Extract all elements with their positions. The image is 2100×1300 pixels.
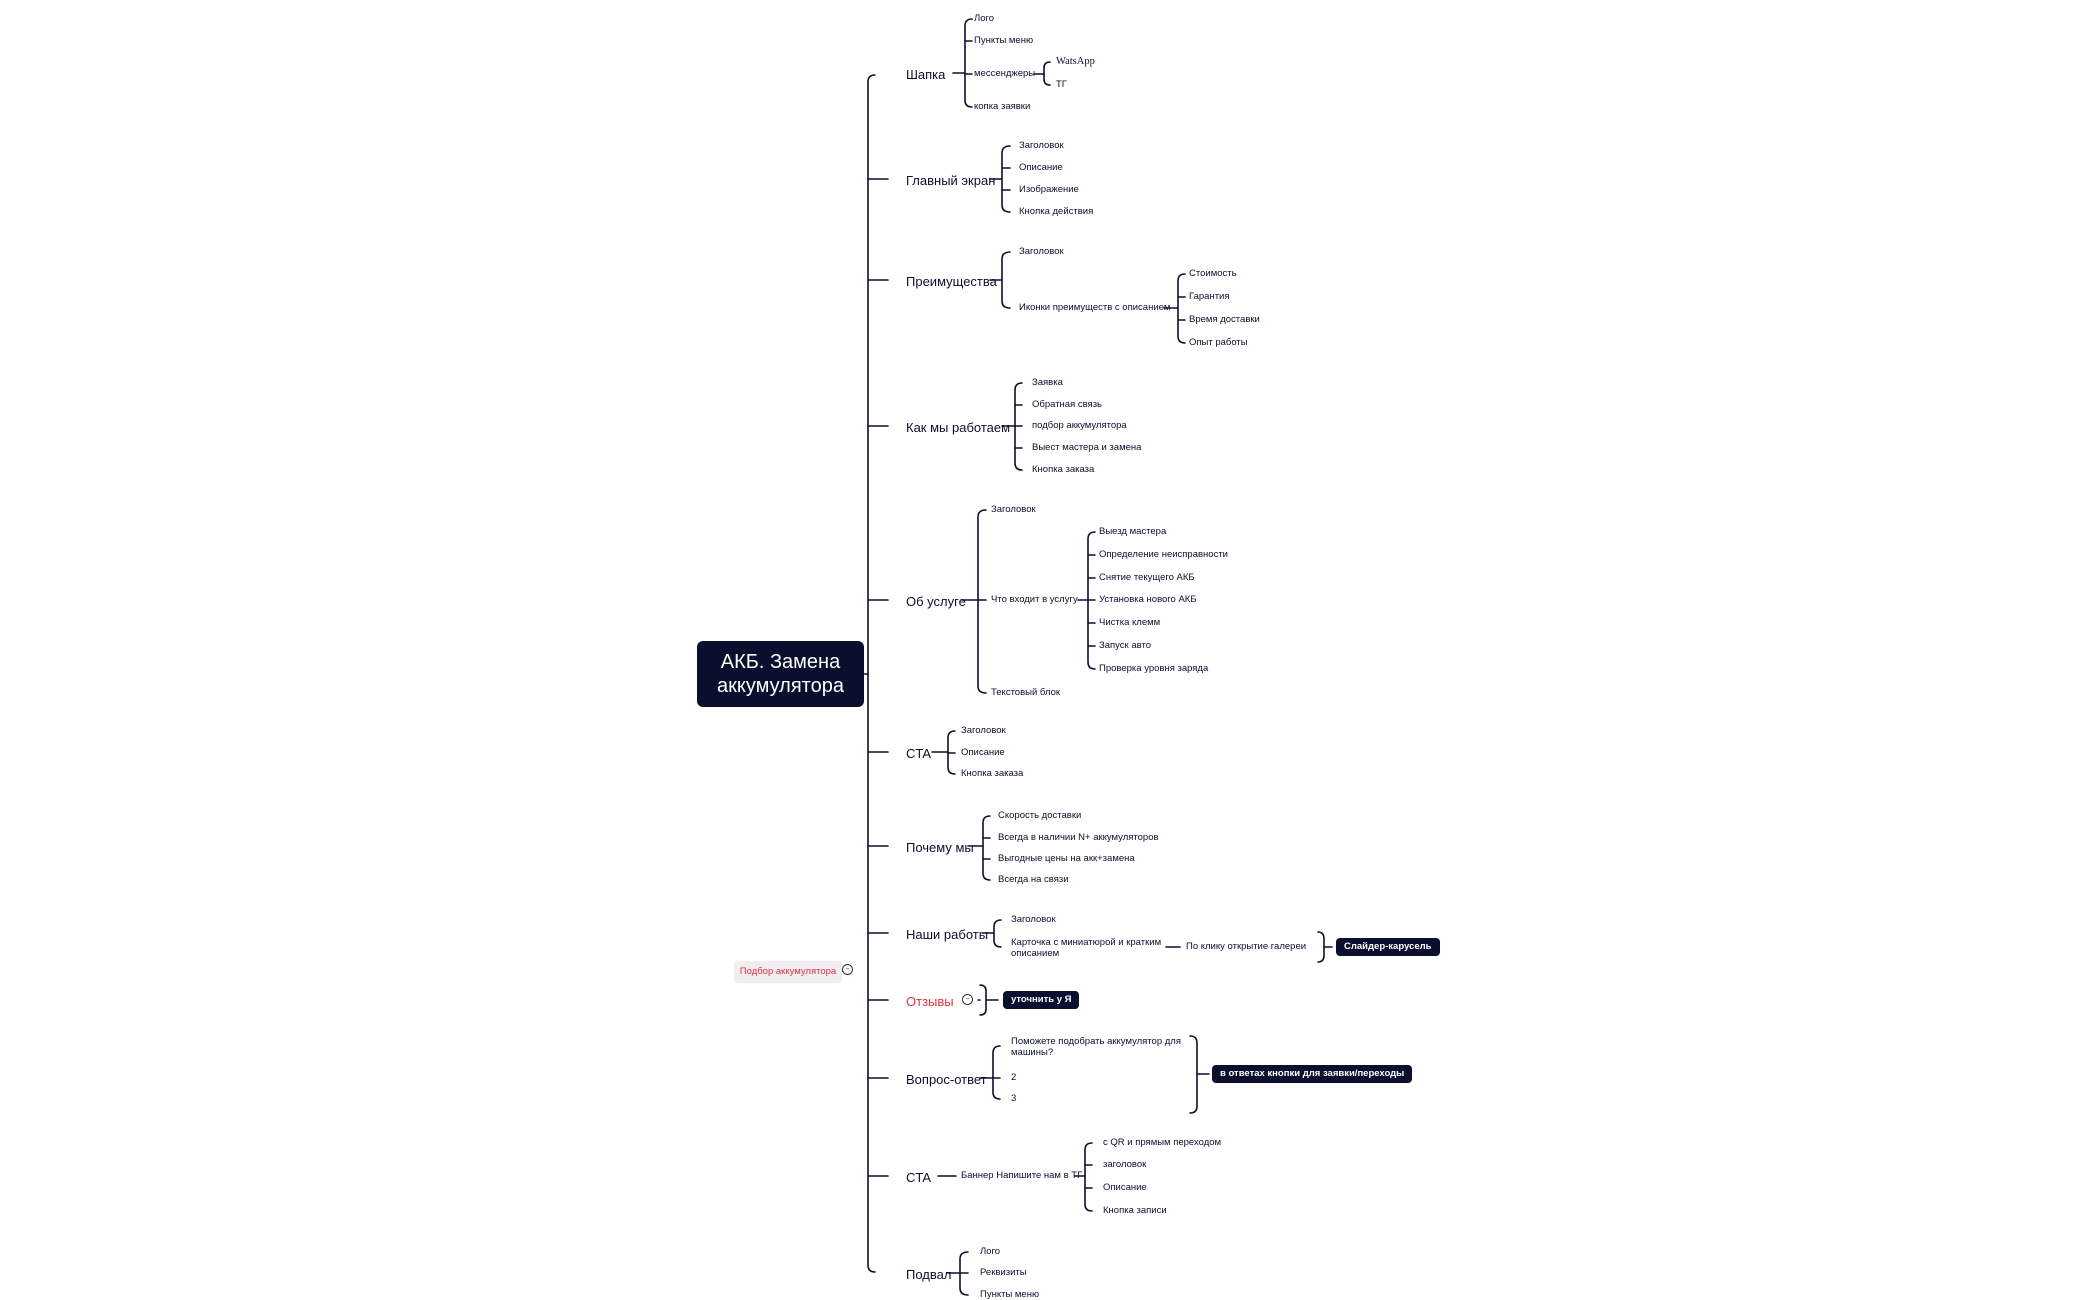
how-item[interactable]: Выест мастера и замена (1032, 442, 1142, 453)
cta-item[interactable]: Заголовок (961, 725, 1006, 736)
section-cta[interactable]: CTA (906, 746, 932, 761)
messenger-item[interactable]: WatsApp (1056, 56, 1095, 67)
works-item[interactable]: Карточка с миниатюрой и кратким описание… (1011, 937, 1162, 959)
section-how[interactable]: Как мы работаем (906, 420, 1011, 435)
advantage-icon-item[interactable]: Время доставки (1189, 314, 1260, 325)
reviews-note-badge[interactable]: уточнить у Я (1003, 991, 1080, 1009)
why-item[interactable]: Всегда в наличии N+ аккумуляторов (998, 832, 1159, 843)
section-works[interactable]: Наши работы (906, 927, 989, 942)
cta-item[interactable]: Кнопка заказа (961, 768, 1024, 779)
section-footer[interactable]: Подвал (906, 1267, 952, 1282)
service-include-item[interactable]: Запуск авто (1099, 640, 1152, 651)
why-item[interactable]: Скорость доставки (998, 810, 1082, 821)
faq-note-badge[interactable]: в ответах кнопки для заявки/переходы (1212, 1065, 1413, 1083)
cta-banner-detail[interactable]: с QR и прямым переходом (1103, 1137, 1222, 1148)
advantage-icon-item[interactable]: Гарантия (1189, 291, 1230, 302)
how-item[interactable]: Кнопка заказа (1032, 464, 1095, 475)
service-item[interactable]: Текстовый блок (991, 687, 1061, 698)
service-item[interactable]: Заголовок (991, 504, 1036, 515)
faq-item[interactable]: 2 (1011, 1072, 1017, 1083)
section-header[interactable]: Шапка (906, 67, 946, 82)
cta-banner-item[interactable]: Баннер Напишите нам в ТГ (961, 1170, 1083, 1181)
header-item[interactable]: Лого (974, 13, 995, 24)
section-hero[interactable]: Главный экран (906, 173, 996, 188)
hero-item[interactable]: Описание (1019, 162, 1063, 173)
section-cta[interactable]: CTA (906, 1170, 932, 1185)
service-include-item[interactable]: Определение неисправности (1099, 549, 1228, 560)
cta-banner-detail[interactable]: Описание (1103, 1182, 1147, 1193)
hero-item[interactable]: Изображение (1019, 184, 1079, 195)
footer-item[interactable]: Реквизиты (980, 1267, 1027, 1278)
works-item[interactable]: Заголовок (1011, 914, 1056, 925)
cta-banner-detail[interactable]: заголовок (1103, 1159, 1147, 1170)
cta-banner-detail[interactable]: Кнопка записи (1103, 1205, 1167, 1216)
advantage-icon-item[interactable]: Стоимость (1189, 268, 1237, 279)
section-service[interactable]: Об услуге (906, 594, 966, 609)
collapse-toggle-icon[interactable]: − (842, 964, 853, 975)
service-include-item[interactable]: Установка нового АКБ (1099, 594, 1197, 605)
collapse-toggle-icon[interactable]: − (962, 994, 973, 1005)
footer-item[interactable]: Пункты меню (980, 1289, 1040, 1300)
hero-item[interactable]: Кнопка действия (1019, 206, 1094, 217)
why-item[interactable]: Всегда на связи (998, 874, 1069, 885)
why-item[interactable]: Выгодные цены на акк+замена (998, 853, 1135, 864)
works-click-item[interactable]: По клику открытие галереи (1186, 941, 1307, 952)
section-reviews[interactable]: Отзывы (906, 994, 954, 1009)
works-note-badge[interactable]: Слайдер-карусель (1336, 938, 1440, 956)
cta-item[interactable]: Описание (961, 747, 1005, 758)
service-item[interactable]: Что входит в услугу (991, 594, 1078, 605)
footer-item[interactable]: Лого (980, 1246, 1001, 1257)
service-include-item[interactable]: Выезд мастера (1099, 526, 1167, 537)
how-item[interactable]: Обратная связь (1032, 399, 1102, 410)
how-item[interactable]: подбор аккумулятора (1032, 420, 1127, 431)
header-item[interactable]: мессенджеры (974, 68, 1036, 79)
root-node[interactable]: АКБ. Замена аккумулятора (697, 641, 864, 707)
section-faq[interactable]: Вопрос-ответ (906, 1072, 987, 1087)
advantages-item[interactable]: Иконки преимуществ с описанием (1019, 302, 1171, 313)
header-item[interactable]: Пункты меню (974, 35, 1034, 46)
service-include-item[interactable]: Проверка уровня заряда (1099, 663, 1209, 674)
service-include-item[interactable]: Снятие текущего АКБ (1099, 572, 1195, 583)
how-item[interactable]: Заявка (1032, 377, 1063, 388)
floating-topic[interactable]: Подбор аккумулятора (734, 961, 842, 983)
advantages-item[interactable]: Заголовок (1019, 246, 1064, 257)
section-why[interactable]: Почему мы (906, 840, 974, 855)
messenger-item[interactable]: ТГ (1056, 79, 1067, 90)
service-include-item[interactable]: Чистка клемм (1099, 617, 1161, 628)
section-advantages[interactable]: Преимущества (906, 274, 997, 289)
header-item[interactable]: копка заявки (974, 101, 1031, 112)
advantage-icon-item[interactable]: Опыт работы (1189, 337, 1248, 348)
faq-item[interactable]: 3 (1011, 1093, 1017, 1104)
hero-item[interactable]: Заголовок (1019, 140, 1064, 151)
faq-item[interactable]: Поможете подобрать аккумулятор для машин… (1011, 1036, 1181, 1058)
